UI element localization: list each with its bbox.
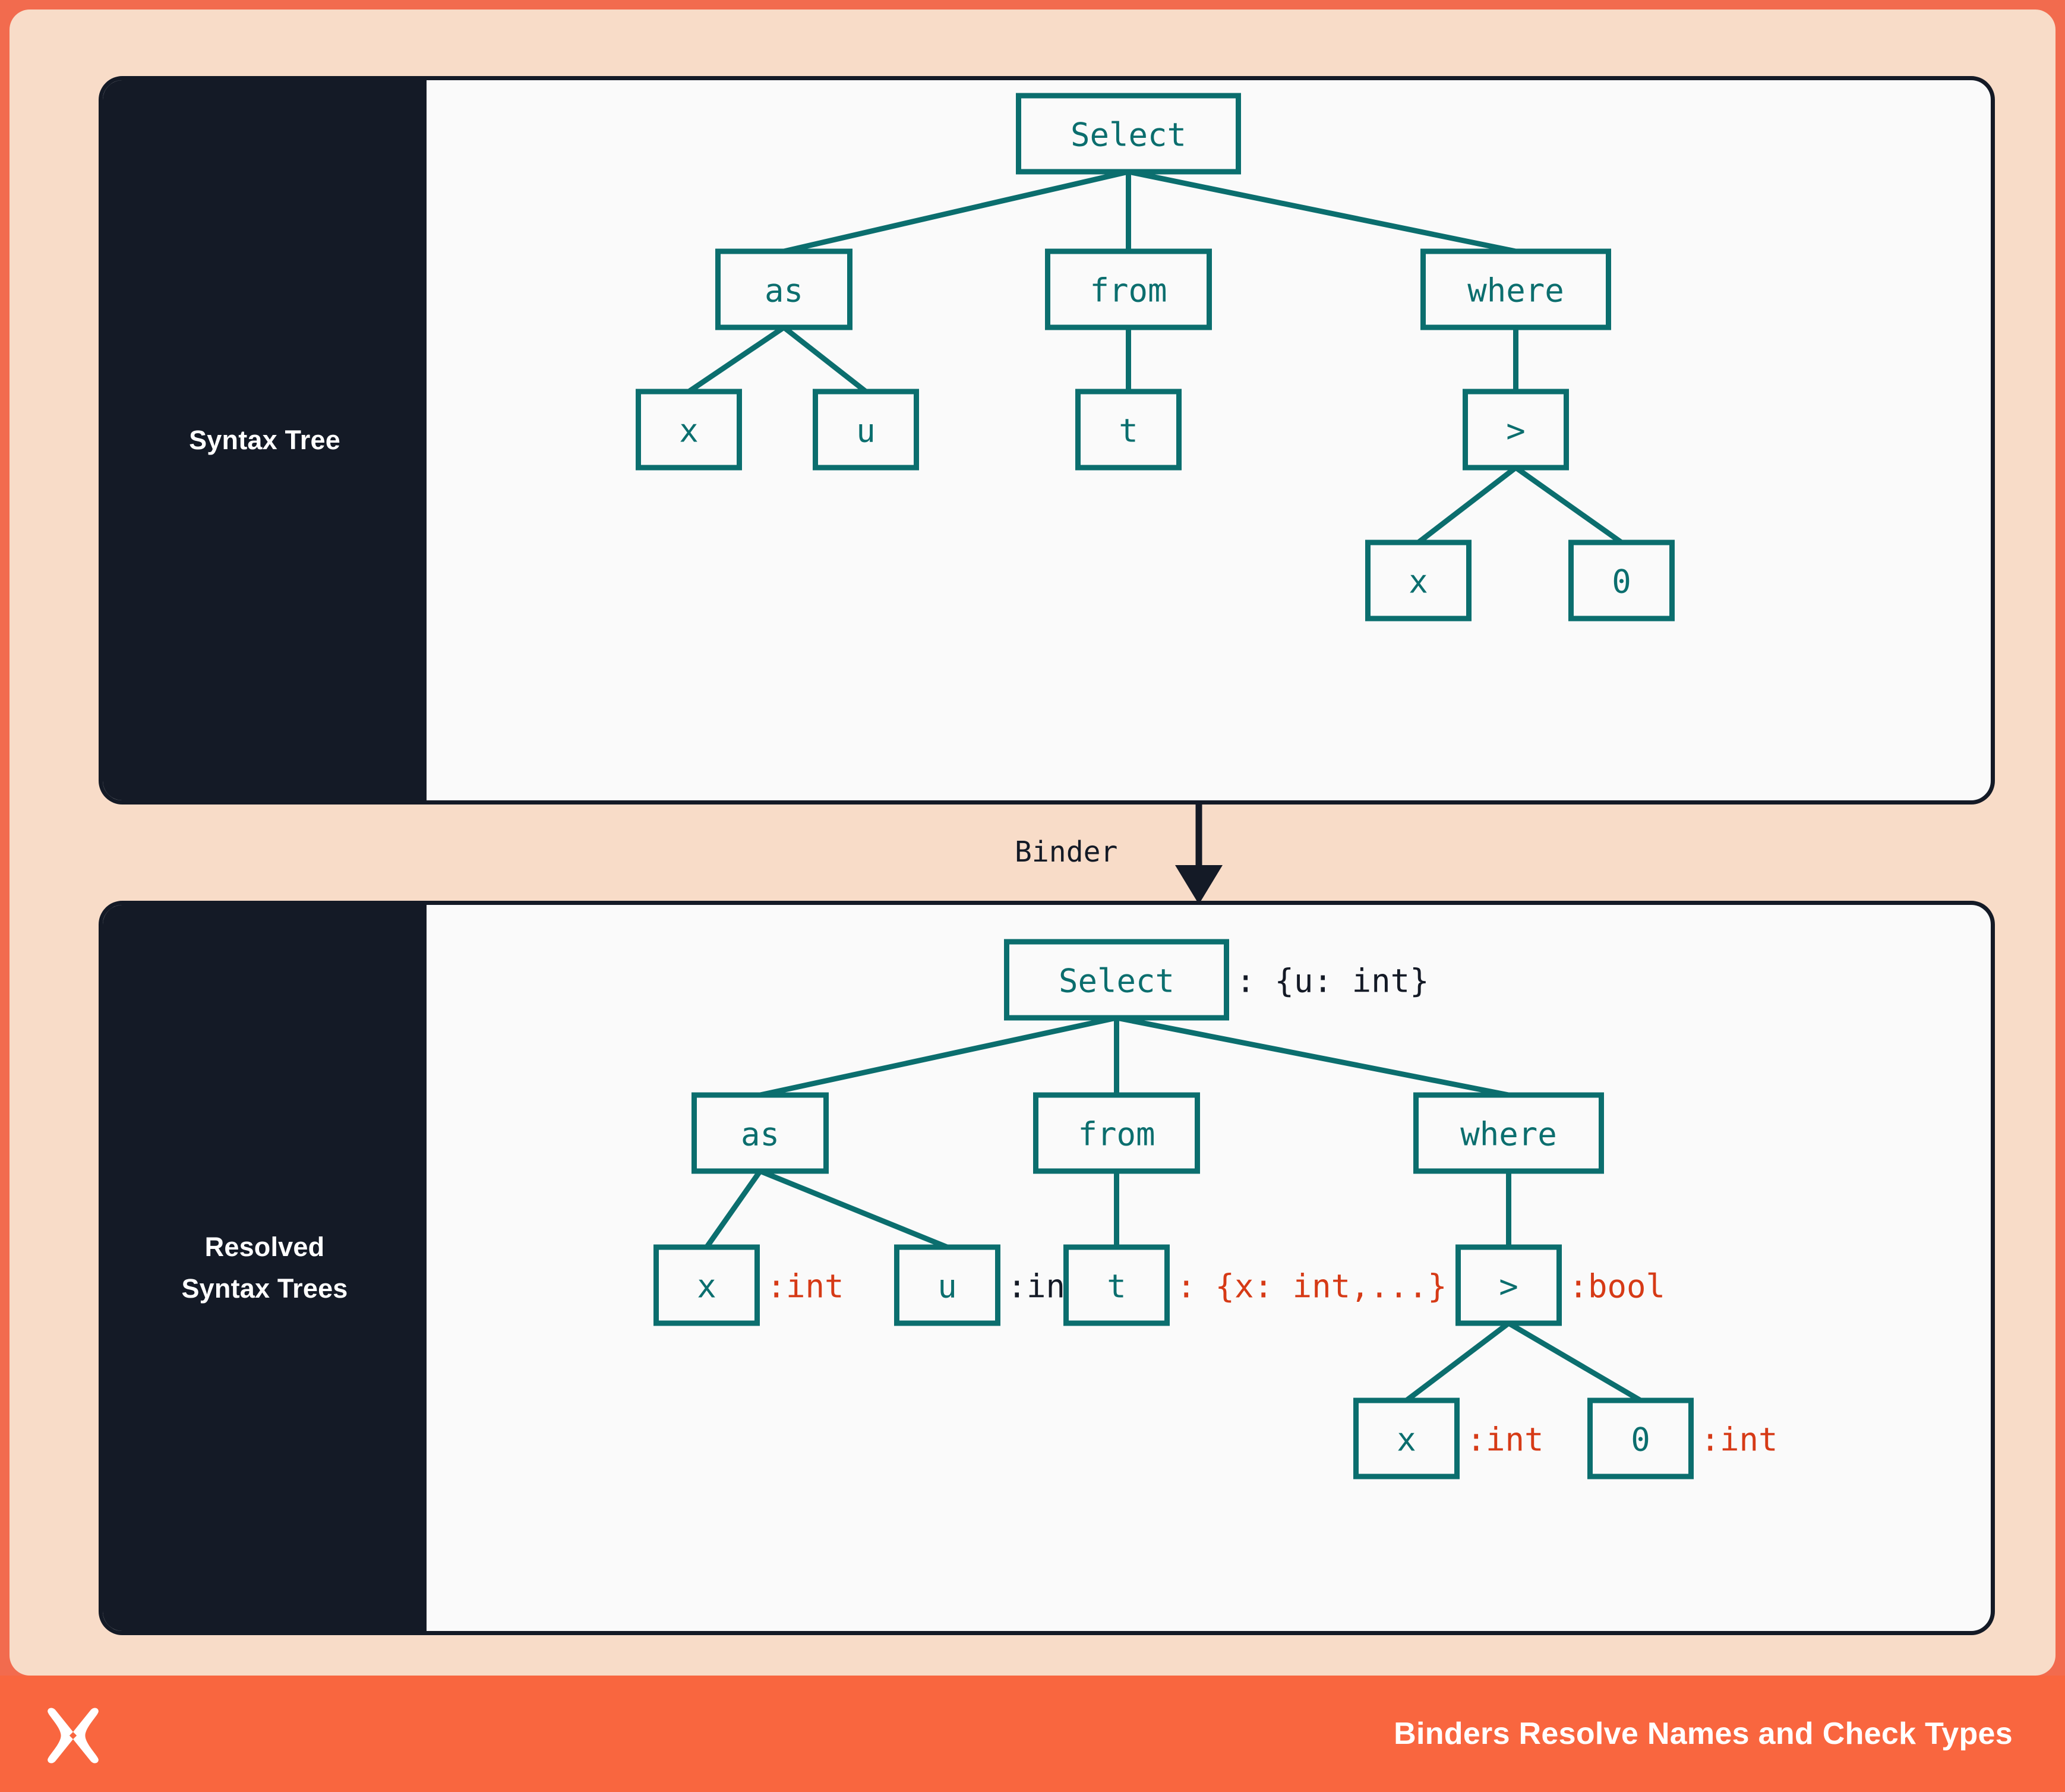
syntax-tree-node-from[interactable]: from <box>1045 248 1212 330</box>
syntax-tree-edge-gt-to-zero <box>1514 465 1624 545</box>
resolved-syntax-trees-canvas: Select : {u: int} as from where x :int u :int t : … <box>427 905 1991 1631</box>
resolved-tree-edge-as-to-x1 <box>704 1169 763 1249</box>
syntax-tree-sidebar-label-line-0: Syntax Tree <box>189 425 340 456</box>
resolved-tree-node-gt[interactable]: > <box>1455 1244 1562 1326</box>
syntax-tree-node-box-u1 <box>813 389 919 471</box>
resolved-tree-node-label-as: as <box>741 1116 779 1153</box>
resolved-tree-annotation-x2: :int <box>1467 1421 1544 1459</box>
syntax-tree-node-gt[interactable]: > <box>1463 389 1569 471</box>
resolved-tree-node-label-from: from <box>1078 1116 1155 1153</box>
syntax-tree-canvas: Select as from where x u t > x 0 <box>427 80 1991 800</box>
syntax-tree-node-zero[interactable]: 0 <box>1568 540 1675 621</box>
resolved-sidebar-label-line-0: Resolved <box>204 1232 325 1263</box>
resolved-tree-node-box-zero <box>1587 1397 1694 1479</box>
syntax-tree-node-x1[interactable]: x <box>636 389 742 471</box>
syntax-tree-node-box-x1 <box>636 389 742 471</box>
syntax-tree-node-box-from <box>1045 248 1212 330</box>
resolved-tree-edge-select-to-where <box>1116 1015 1510 1098</box>
resolved-tree-annotation-select: : {u: int} <box>1236 963 1429 1000</box>
resolved-tree-edge-as-to-u1 <box>759 1168 949 1250</box>
resolved-tree-node-label-x1: x <box>697 1268 716 1305</box>
resolved-tree-node-label-select: Select <box>1059 963 1174 1000</box>
resolved-tree-annotation-zero: :int <box>1701 1421 1778 1459</box>
resolved-tree-node-t1[interactable]: t <box>1063 1244 1170 1326</box>
resolved-tree-edge-gt-to-zero <box>1507 1321 1642 1403</box>
content-stage: Syntax Tree Select as from where x u t > x 0 Bind… <box>10 10 2055 1676</box>
syntax-tree-sidebar: Syntax Tree <box>103 80 427 800</box>
syntax-tree-node-box-select <box>1016 93 1241 175</box>
syntax-tree-edge-select-to-as <box>783 169 1129 254</box>
binder-transition: Binder <box>99 804 1995 904</box>
resolved-tree-annotation-t1: : {x: int,...} <box>1177 1268 1447 1305</box>
syntax-tree-node-label-x2: x <box>1409 563 1428 601</box>
resolved-tree-node-from[interactable]: from <box>1033 1092 1200 1174</box>
resolved-tree-node-select[interactable]: Select <box>1004 939 1229 1021</box>
resolved-tree-edge-select-to-as <box>759 1015 1117 1098</box>
resolved-tree-node-box-where <box>1413 1092 1604 1174</box>
syntax-tree-node-label-t1: t <box>1119 412 1138 450</box>
resolved-tree-annotation-x1: :int <box>767 1268 844 1305</box>
syntax-tree-node-label-u1: u <box>856 412 876 450</box>
syntax-tree-node-box-t1 <box>1075 389 1182 471</box>
resolved-tree-node-box-as <box>692 1092 829 1174</box>
syntax-tree-node-select[interactable]: Select <box>1016 93 1241 175</box>
resolved-tree-node-as[interactable]: as <box>692 1092 829 1174</box>
syntax-tree-edge-gt-to-x2 <box>1416 465 1518 545</box>
syntax-tree-node-label-zero: 0 <box>1612 563 1631 601</box>
resolved-tree-annotation-gt: :bool <box>1569 1268 1666 1305</box>
resolved-tree-node-u1[interactable]: u <box>894 1244 1000 1326</box>
syntax-tree-node-label-from: from <box>1090 272 1167 310</box>
resolved-tree-node-label-where: where <box>1460 1116 1557 1153</box>
syntax-tree-node-as[interactable]: as <box>715 248 852 330</box>
syntax-tree-node-t1[interactable]: t <box>1075 389 1182 471</box>
syntax-tree-panel: Syntax Tree Select as from where x u t > x 0 <box>99 76 1995 804</box>
resolved-tree-node-label-x2: x <box>1397 1421 1416 1459</box>
butterfly-x-logo-icon <box>48 1708 99 1763</box>
resolved-sidebar-label-line-1: Syntax Trees <box>181 1273 348 1304</box>
resolved-tree-node-box-t1 <box>1063 1244 1170 1326</box>
syntax-tree-edge-as-to-x1 <box>687 325 786 394</box>
resolved-tree-node-box-x2 <box>1353 1397 1460 1479</box>
resolved-tree-node-box-gt <box>1455 1244 1562 1326</box>
syntax-tree-node-box-zero <box>1568 540 1675 621</box>
resolved-tree-node-label-gt: > <box>1499 1268 1518 1305</box>
syntax-tree-node-label-as: as <box>765 272 803 310</box>
resolved-tree-edge-gt-to-x2 <box>1404 1321 1511 1403</box>
syntax-tree-node-label-select: Select <box>1071 116 1186 154</box>
resolved-tree-node-box-u1 <box>894 1244 1000 1326</box>
syntax-tree-node-label-where: where <box>1467 272 1564 310</box>
syntax-tree-node-box-x2 <box>1365 540 1472 621</box>
syntax-tree-node-x2[interactable]: x <box>1365 540 1472 621</box>
syntax-tree-node-label-gt: > <box>1506 412 1526 450</box>
resolved-tree-node-label-u1: u <box>937 1268 957 1305</box>
syntax-tree-node-box-gt <box>1463 389 1569 471</box>
resolved-tree-node-box-from <box>1033 1092 1200 1174</box>
syntax-tree-edge-select-to-where <box>1128 169 1517 254</box>
syntax-tree-node-box-where <box>1420 248 1611 330</box>
resolved-tree-node-label-zero: 0 <box>1631 1421 1650 1459</box>
syntax-tree-edge-as-to-u1 <box>782 325 868 394</box>
resolved-tree-node-label-t1: t <box>1107 1268 1126 1305</box>
binder-label: Binder <box>1015 835 1118 869</box>
resolved-syntax-tree-graph: Select : {u: int} as from where x :int u :int t : … <box>653 939 1778 1479</box>
syntax-tree-node-where[interactable]: where <box>1420 248 1611 330</box>
syntax-tree-sidebar-label: Syntax Tree <box>189 419 340 461</box>
footer-bar: Binders Resolve Names and Check Types <box>0 1676 2065 1792</box>
syntax-tree-node-label-x1: x <box>679 412 699 450</box>
syntax-tree-node-box-as <box>715 248 852 330</box>
resolved-tree-node-x1[interactable]: x <box>653 1244 760 1326</box>
binder-arrow-icon <box>1175 804 1223 904</box>
resolved-tree-node-zero[interactable]: 0 <box>1587 1397 1694 1479</box>
syntax-tree-node-u1[interactable]: u <box>813 389 919 471</box>
resolved-tree-node-x2[interactable]: x <box>1353 1397 1460 1479</box>
resolved-tree-node-box-x1 <box>653 1244 760 1326</box>
resolved-tree-node-where[interactable]: where <box>1413 1092 1604 1174</box>
resolved-tree-node-box-select <box>1004 939 1229 1021</box>
syntax-tree-graph: Select as from where x u t > x 0 <box>636 93 1675 621</box>
footer-caption: Binders Resolve Names and Check Types <box>1394 1717 2013 1751</box>
